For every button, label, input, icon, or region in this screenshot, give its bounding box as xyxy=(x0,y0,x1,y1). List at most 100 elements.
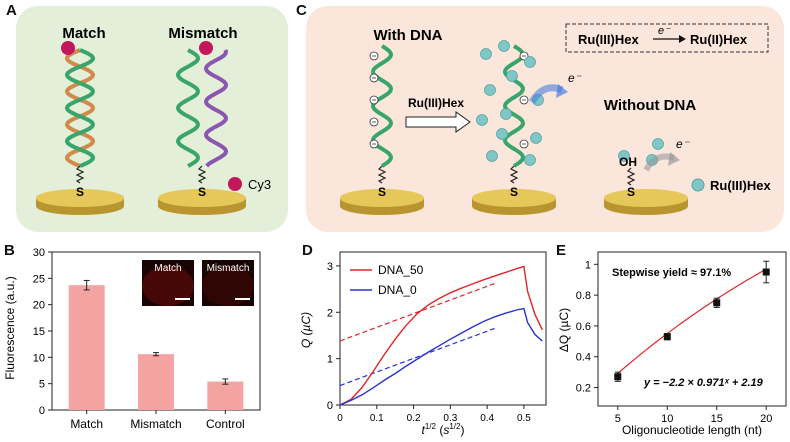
process-arrow-label: Ru(III)Hex xyxy=(408,96,464,110)
chart-e-ytick-label: 0.8 xyxy=(576,290,591,302)
panel-a-background xyxy=(16,6,288,232)
reaction-reactant: Ru(III)Hex xyxy=(578,32,639,47)
chart-d-frame xyxy=(339,251,547,406)
chart-d-ylabel: Q (µC) xyxy=(299,312,313,348)
chart-d-fit-line xyxy=(339,282,495,342)
panel-c-letter: C xyxy=(296,2,307,19)
chart-b-category-label: Match xyxy=(70,417,103,431)
chart-d-series-line xyxy=(339,307,543,406)
fluorescence-inset-images: Match Mismatch xyxy=(142,260,254,306)
ru-hex-molecule xyxy=(480,48,492,60)
mismatch-thiol-label: S xyxy=(198,185,206,199)
ru-hex-molecule xyxy=(498,40,510,52)
match-thiol-label: S xyxy=(76,185,84,199)
panel-c-schematic: With DNA Without DNA Ru(III)Hex e⁻ Ru(II… xyxy=(306,6,784,232)
ru-hex-molecule xyxy=(486,150,498,162)
match-inset-label: Match xyxy=(154,263,181,274)
reaction-arrowhead xyxy=(679,35,686,43)
mismatch-inset-label: Mismatch xyxy=(207,263,250,274)
panel-a-letter: A xyxy=(6,2,17,19)
chart-e-annotation-yield: Stepwise yield ≈ 97.1% xyxy=(612,267,731,279)
chart-e-xtick-label: 10 xyxy=(661,413,673,425)
chart-d-fit-line xyxy=(339,327,495,387)
chart-b-bar xyxy=(138,354,174,410)
reaction-box xyxy=(565,23,769,53)
chart-b-ylabel: Fluorescence (a.u.) xyxy=(3,276,17,379)
ru-hex-legend-label: Ru(III)Hex xyxy=(710,178,771,193)
chart-d-ytick-label: 1 xyxy=(327,354,333,366)
cy3-legend-label: Cy3 xyxy=(248,177,271,192)
panel-d-letter: D xyxy=(302,242,313,259)
mismatch-gold-electrode xyxy=(158,189,246,215)
chart-b-ytick-label: 25 xyxy=(33,273,45,285)
chart-e-data-point xyxy=(614,373,622,381)
chart-b-category-label: Mismatch xyxy=(130,417,181,431)
match-duplex xyxy=(64,48,96,168)
panel-c-background xyxy=(306,6,784,232)
chart-b-ytick-label: 30 xyxy=(33,247,45,259)
chart-d-xlabel: t1/2 (s1/2) xyxy=(422,422,465,437)
chart-e-ytick-label: 0.4 xyxy=(576,352,591,364)
electron-label-bare: e⁻ xyxy=(676,137,691,151)
match-title: Match xyxy=(62,25,105,42)
chart-d-xtick-label: 0.4 xyxy=(480,413,494,424)
ru-hex-molecule xyxy=(476,114,488,126)
chart-b-bar xyxy=(68,285,105,410)
chart-e-frame xyxy=(597,251,787,407)
chart-e-ylabel: ΔQ (µC) xyxy=(557,308,571,352)
bare-electrode-left xyxy=(340,189,424,215)
chart-e-xtick-label: 15 xyxy=(711,413,723,425)
chart-b-ytick-label: 5 xyxy=(39,379,45,391)
chart-d-series-line xyxy=(339,265,543,406)
ru-hex-molecule xyxy=(530,132,542,144)
chart-b-ytick-label: 0 xyxy=(39,405,45,417)
chart-d-ytick-label: 0 xyxy=(327,400,333,412)
chart-e-annotation-equation: y = −2.2 × 0.971ˣ + 2.19 xyxy=(643,377,764,389)
cy3-legend-dot xyxy=(228,177,242,191)
mismatch-cy3-dye xyxy=(199,41,213,55)
chart-d-xtick-label: 0.5 xyxy=(517,413,531,424)
ru-hex-molecule xyxy=(524,56,536,68)
chart-e-ytick-label: 0.6 xyxy=(576,321,591,333)
thiol-label-2: S xyxy=(510,185,518,199)
chart-b-ytick-label: 10 xyxy=(33,352,45,364)
ru-hex-molecule xyxy=(652,138,664,150)
no-dna-electrode xyxy=(604,189,688,215)
ru-hex-molecule xyxy=(618,150,630,162)
chart-d-ytick-label: 3 xyxy=(327,261,333,273)
hydroxyl-label: OH xyxy=(619,155,637,169)
without-dna-title: Without DNA xyxy=(604,97,697,114)
thiol-label-1: S xyxy=(378,185,386,199)
chart-d-xtick-label: 0.3 xyxy=(443,413,457,424)
mismatch-linker xyxy=(197,165,207,184)
chart-d-xtick-label: 0 xyxy=(337,413,343,424)
dna-strands xyxy=(369,44,529,168)
thiol-label-3: S xyxy=(627,185,635,199)
panel-a-schematic: Match Mismatch S S Cy3 xyxy=(16,6,288,232)
chart-e-data-point xyxy=(762,268,770,276)
panel-b-letter: B xyxy=(4,242,15,259)
reaction-product: Ru(II)Hex xyxy=(690,32,748,47)
ru-hex-molecule xyxy=(506,70,518,82)
ru-hex-molecule xyxy=(524,154,536,166)
dna-electrode xyxy=(472,189,556,215)
chart-e-fit-curve xyxy=(617,268,767,374)
match-cy3-dye xyxy=(61,41,75,55)
chart-e-xlabel: Oligonucleotide length (nt) xyxy=(622,423,762,437)
ru-hex-molecule xyxy=(500,108,512,120)
ru-hex-legend-dot xyxy=(691,178,705,192)
chart-e-data-point xyxy=(663,333,671,341)
ru-hex-molecule xyxy=(496,128,508,140)
reaction-electron: e⁻ xyxy=(658,25,671,37)
chart-d-xtick-label: 0.1 xyxy=(370,413,384,424)
chart-e-ytick-label: 1 xyxy=(585,259,591,271)
chart-b-ytick-label: 20 xyxy=(33,300,45,312)
mismatch-title: Mismatch xyxy=(168,25,237,42)
process-arrow xyxy=(405,111,471,133)
chart-b-ytick-label: 15 xyxy=(33,326,45,338)
electron-label-dna: e⁻ xyxy=(568,71,583,85)
chart-e-xtick-label: 5 xyxy=(615,413,621,425)
